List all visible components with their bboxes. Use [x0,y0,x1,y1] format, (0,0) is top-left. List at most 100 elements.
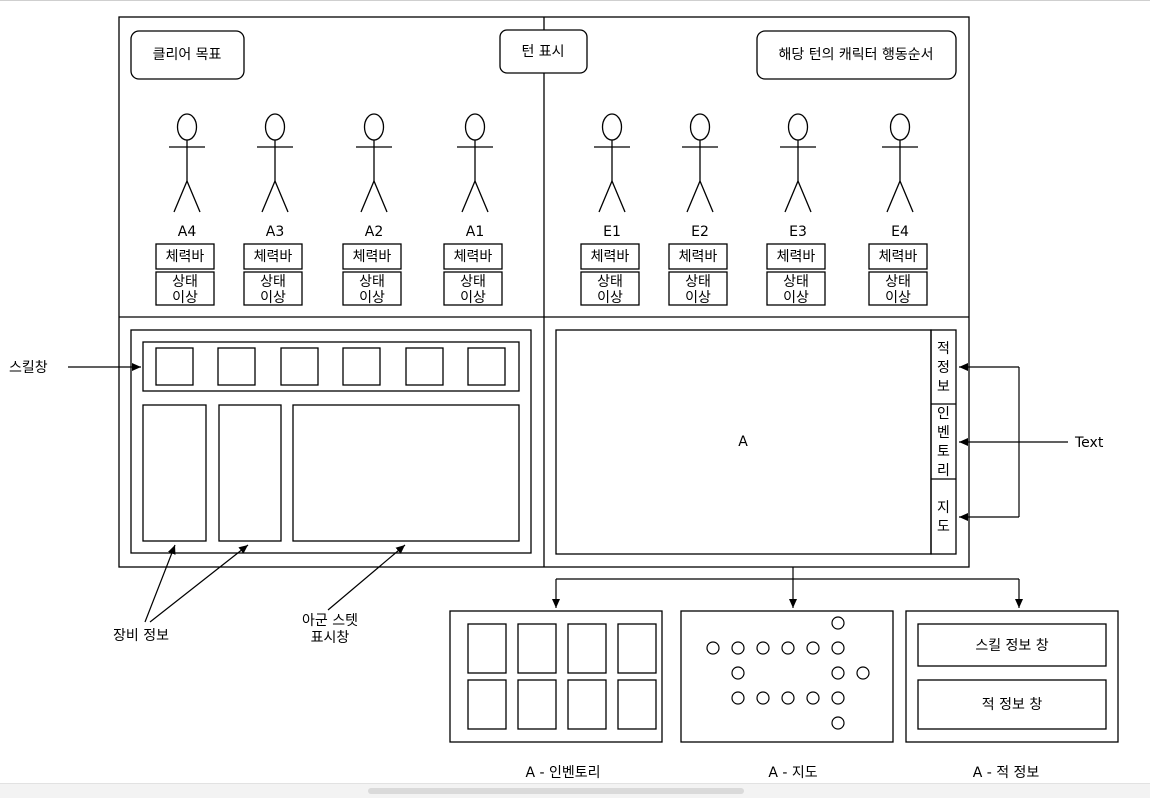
inventory-slot[interactable] [567,679,607,730]
side-tab-strip [930,329,957,555]
skill-slots [155,347,506,386]
scrollbar-thumb[interactable] [368,788,744,794]
turn-order-box: 해당 턴의 캐릭터 행동순서 [756,30,957,80]
status-effect-label-2: 이상 [685,290,711,306]
map-node[interactable] [756,691,770,705]
status-effect-label-2: 이상 [359,290,385,306]
map-node[interactable] [806,691,820,705]
stick-figure-icon [356,113,392,213]
clear-goal-box: 클리어 목표 [130,30,245,80]
tab-map[interactable]: 지도 [937,500,950,535]
inventory-slot[interactable] [467,679,507,730]
status-effect-label-1: 상태 [685,274,711,290]
status-effect-label-2: 이상 [260,290,286,306]
equipment-arrow-1 [144,544,176,623]
skill-slot-2[interactable] [217,347,256,386]
status-effect-label-1: 상태 [885,274,911,290]
stick-figure-icon [882,113,918,213]
inventory-slot[interactable] [467,623,507,674]
skill-info-window-label: 스킬 정보 창 [975,638,1048,654]
hp-bar-label: 체력바 [353,249,392,265]
hp-bar [155,243,215,270]
map-node[interactable] [706,641,720,655]
detail-connector-arrows [552,567,1023,608]
clear-goal-label: 클리어 목표 [153,47,222,63]
status-effect-label-2: 이상 [885,290,911,306]
hp-bar [766,243,826,270]
stick-figure-icon [594,113,630,213]
map-node[interactable] [831,616,845,630]
map-node[interactable] [781,641,795,655]
tab-char: 토 [937,444,950,460]
map-node[interactable] [831,716,845,730]
hp-bar [868,243,928,270]
character-name: E2 [691,224,709,240]
map-node[interactable] [831,666,845,680]
equipment-slot-2 [218,404,282,542]
hp-bar [342,243,402,270]
enemy-detail-panel [905,610,1119,743]
hp-bar-label: 체력바 [879,249,918,265]
status-effect-box [668,271,728,306]
character-name: A2 [365,224,383,240]
equipment-slot-1 [142,404,207,542]
character-row: A4체력바상태이상A3체력바상태이상A2체력바상태이상A1체력바상태이상E1체력… [155,113,928,306]
ally-info-panel [130,329,532,554]
inventory-slot[interactable] [567,623,607,674]
stick-figure-icon [457,113,493,213]
map-node[interactable] [831,691,845,705]
inventory-grid [467,623,657,730]
map-node[interactable] [731,691,745,705]
character-name: A4 [178,224,197,240]
status-effect-box [342,271,402,306]
hp-bar-label: 체력바 [591,249,630,265]
inventory-slot[interactable] [617,623,657,674]
tab-inventory[interactable]: 인벤토리 [937,406,950,479]
map-node[interactable] [831,641,845,655]
enemy-caption: A - 적 정보 [973,765,1040,781]
skill-slot-1[interactable] [155,347,194,386]
status-effect-label-2: 이상 [172,290,198,306]
skill-slot-6[interactable] [467,347,506,386]
inventory-slot[interactable] [617,679,657,730]
tab-enemy-info[interactable]: 적정보 [937,341,950,395]
skill-window [142,341,520,392]
hp-bar [243,243,303,270]
status-effect-label-1: 상태 [260,274,286,290]
map-node[interactable] [756,641,770,655]
ally-stat-arrow [327,544,406,611]
map-node[interactable] [781,691,795,705]
status-effect-box [443,271,503,306]
tab-char: 벤 [937,425,950,441]
inventory-slot[interactable] [517,679,557,730]
hp-bar-label: 체력바 [679,249,718,265]
ally-stat-annotation-line1: 아군 스텟 [302,613,358,629]
hp-bar-label: 체력바 [254,249,293,265]
horizontal-scrollbar[interactable] [0,783,1150,798]
map-node[interactable] [806,641,820,655]
inventory-detail-panel [449,610,663,743]
equipment-annotation: 장비 정보 [113,628,169,644]
map-node[interactable] [856,666,870,680]
hp-bar-label: 체력바 [777,249,816,265]
main-view-label: A [738,434,748,450]
status-effect-label-1: 상태 [783,274,809,290]
stick-figure-icon [169,113,205,213]
status-effect-label-1: 상태 [359,274,385,290]
status-effect-box [155,271,215,306]
map-node[interactable] [731,641,745,655]
status-effect-label-2: 이상 [597,290,623,306]
skill-slot-3[interactable] [280,347,319,386]
skill-slot-5[interactable] [405,347,444,386]
hp-bar [668,243,728,270]
map-nodes [706,616,870,730]
enemy-info-window-label: 적 정보 창 [982,697,1043,713]
tab-char: 적 [937,341,950,357]
inventory-slot[interactable] [517,623,557,674]
map-node[interactable] [731,666,745,680]
skill-slot-4[interactable] [342,347,381,386]
